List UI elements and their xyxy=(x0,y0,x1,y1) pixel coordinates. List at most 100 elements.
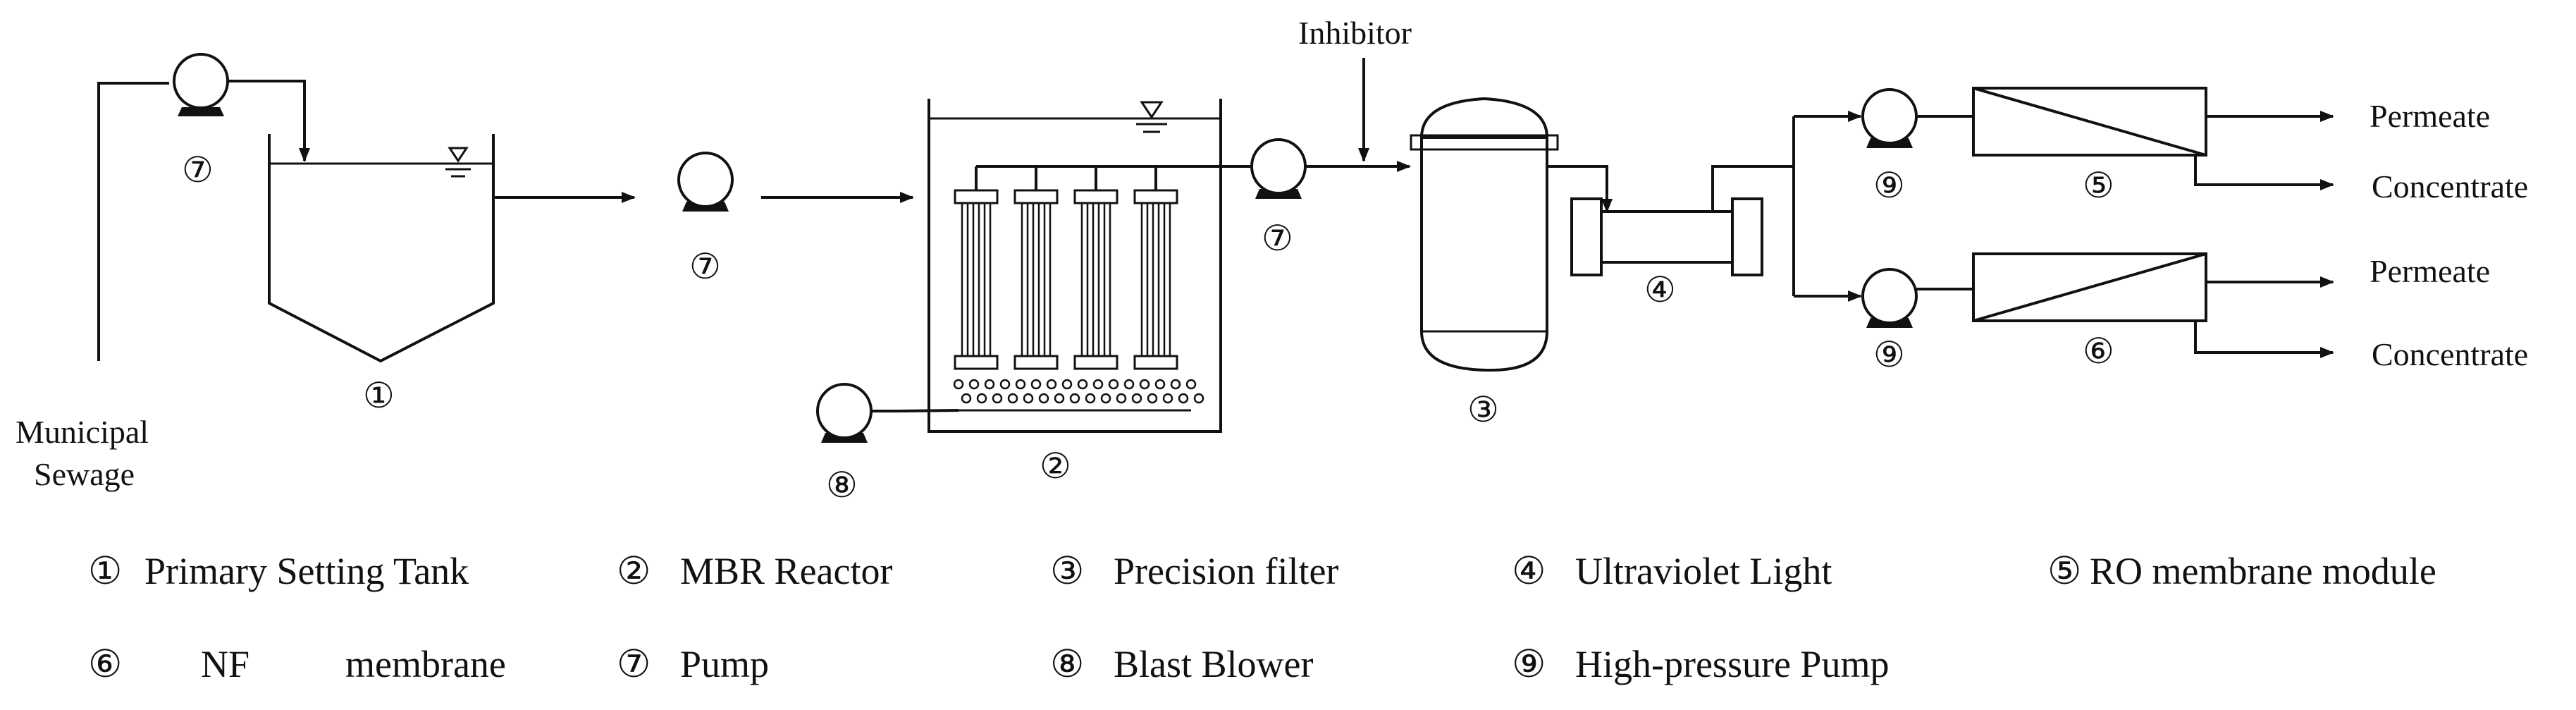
legend-num: ③ xyxy=(1050,550,1084,592)
legend-item-5: ⑤ RO membrane module xyxy=(2047,550,2436,592)
permeate-top-label: Permeate xyxy=(2369,98,2490,134)
legend-num: ⑦ xyxy=(617,643,651,685)
air-bubble xyxy=(1069,393,1080,404)
primary-settling-tank xyxy=(268,134,495,363)
inhibitor-label: Inhibitor xyxy=(1298,15,1412,51)
marker-blower: ⑧ xyxy=(826,465,858,505)
legend-num: ② xyxy=(617,550,651,592)
legend-text: Blast Blower xyxy=(1114,643,1313,685)
air-bubble xyxy=(1131,393,1142,404)
air-bubble xyxy=(1085,393,1096,404)
marker-filter: ③ xyxy=(1467,390,1499,429)
air-bubble xyxy=(976,393,987,404)
legend-text: Ultraviolet Light xyxy=(1575,550,1832,592)
concentrate-bottom-label: Concentrate xyxy=(2372,336,2528,372)
air-bubble xyxy=(1092,379,1104,390)
sewage-label-line2: Sewage xyxy=(34,456,135,492)
air-bubble xyxy=(1178,393,1189,404)
air-bubble xyxy=(1162,393,1173,404)
pump-after-mbr xyxy=(1250,138,1307,199)
marker-pump-inlet: ⑦ xyxy=(182,150,214,190)
uv-unit xyxy=(1570,165,1794,276)
pump-inlet xyxy=(173,53,229,116)
legend-item-4: ④ Ultraviolet Light xyxy=(1512,550,1832,592)
sewage-inlet-line xyxy=(97,82,169,361)
membrane-modules xyxy=(954,166,1178,370)
air-bubble xyxy=(984,379,995,390)
legend-text: membrane xyxy=(345,643,506,685)
legend-text: High-pressure Pump xyxy=(1575,643,1889,685)
marker-tank: ① xyxy=(363,376,395,415)
legend-num: ① xyxy=(88,550,122,592)
legend: ① Primary Setting Tank ② MBR Reactor ③ P… xyxy=(88,550,2436,685)
legend-item-8: ⑧ Blast Blower xyxy=(1050,643,1313,685)
air-bubble xyxy=(1123,379,1135,390)
air-bubble xyxy=(992,393,1003,404)
precision-filter xyxy=(1410,97,1559,372)
air-bubble xyxy=(1054,393,1065,404)
legend-num: ④ xyxy=(1512,550,1546,592)
legend-text: Precision filter xyxy=(1114,550,1338,592)
nf-module xyxy=(1972,252,2334,358)
marker-mbr: ② xyxy=(1040,446,1071,486)
ro-module xyxy=(1972,87,2334,190)
air-bubble xyxy=(1061,379,1073,390)
marker-hp-pump-bottom: ⑨ xyxy=(1873,335,1905,374)
legend-item-7: ⑦ Pump xyxy=(617,643,769,685)
concentrate-top-label: Concentrate xyxy=(2372,169,2528,204)
membrane-module xyxy=(1013,166,1059,370)
hp-pump-top xyxy=(1861,88,1973,148)
marker-uv: ④ xyxy=(1644,270,1676,310)
air-bubble xyxy=(961,393,972,404)
blast-blower xyxy=(816,383,959,443)
legend-item-3: ③ Precision filter xyxy=(1050,550,1338,592)
marker-pump-after-mbr: ⑦ xyxy=(1262,219,1293,258)
membrane-module xyxy=(1133,166,1178,370)
legend-num: ⑤ xyxy=(2047,550,2081,592)
air-bubble xyxy=(1116,393,1127,404)
legend-num: ⑥ xyxy=(88,643,122,685)
air-bubble xyxy=(1007,393,1018,404)
legend-item-9: ⑨ High-pressure Pump xyxy=(1512,643,1889,685)
air-bubble xyxy=(1077,379,1088,390)
split-lines xyxy=(1792,111,1862,302)
pump-inlet-outlet-line xyxy=(228,80,310,162)
marker-ro: ⑤ xyxy=(2083,166,2114,205)
marker-hp-pump-top: ⑨ xyxy=(1873,166,1905,205)
air-bubble xyxy=(1030,379,1042,390)
air-bubble xyxy=(968,379,980,390)
mbr-reactor xyxy=(928,99,1258,433)
permeate-bottom-label: Permeate xyxy=(2369,253,2490,289)
air-bubble xyxy=(1023,393,1034,404)
air-bubble xyxy=(1170,379,1181,390)
legend-item-1: ① Primary Setting Tank xyxy=(88,550,469,592)
air-bubble xyxy=(1154,379,1166,390)
air-bubble xyxy=(1193,393,1204,404)
air-bubble xyxy=(999,379,1011,390)
legend-num: ⑨ xyxy=(1512,643,1546,685)
air-bubble xyxy=(1139,379,1150,390)
air-bubble xyxy=(1108,379,1119,390)
legend-num: ⑧ xyxy=(1050,643,1084,685)
legend-text: MBR Reactor xyxy=(680,550,892,592)
membrane-module xyxy=(954,166,999,370)
sewage-label-line1: Municipal xyxy=(16,414,149,450)
air-bubble xyxy=(1185,379,1197,390)
air-bubble xyxy=(1038,393,1049,404)
legend-text: RO membrane module xyxy=(2090,550,2436,592)
hp-pump-bottom xyxy=(1861,268,1973,328)
legend-text: Pump xyxy=(680,643,769,685)
air-bubble xyxy=(1100,393,1111,404)
marker-nf: ⑥ xyxy=(2083,331,2114,371)
legend-text: NF xyxy=(201,643,249,685)
marker-pump-middle: ⑦ xyxy=(689,247,721,286)
legend-item-2: ② MBR Reactor xyxy=(617,550,892,592)
legend-text: Primary Setting Tank xyxy=(144,550,469,592)
air-bubble xyxy=(1147,393,1158,404)
aeration-bubbles xyxy=(953,379,1204,404)
membrane-module xyxy=(1073,166,1118,370)
air-bubble xyxy=(1015,379,1026,390)
legend-item-6: ⑥ NF membrane xyxy=(88,643,506,685)
filter-outlet-line xyxy=(1547,165,1613,213)
